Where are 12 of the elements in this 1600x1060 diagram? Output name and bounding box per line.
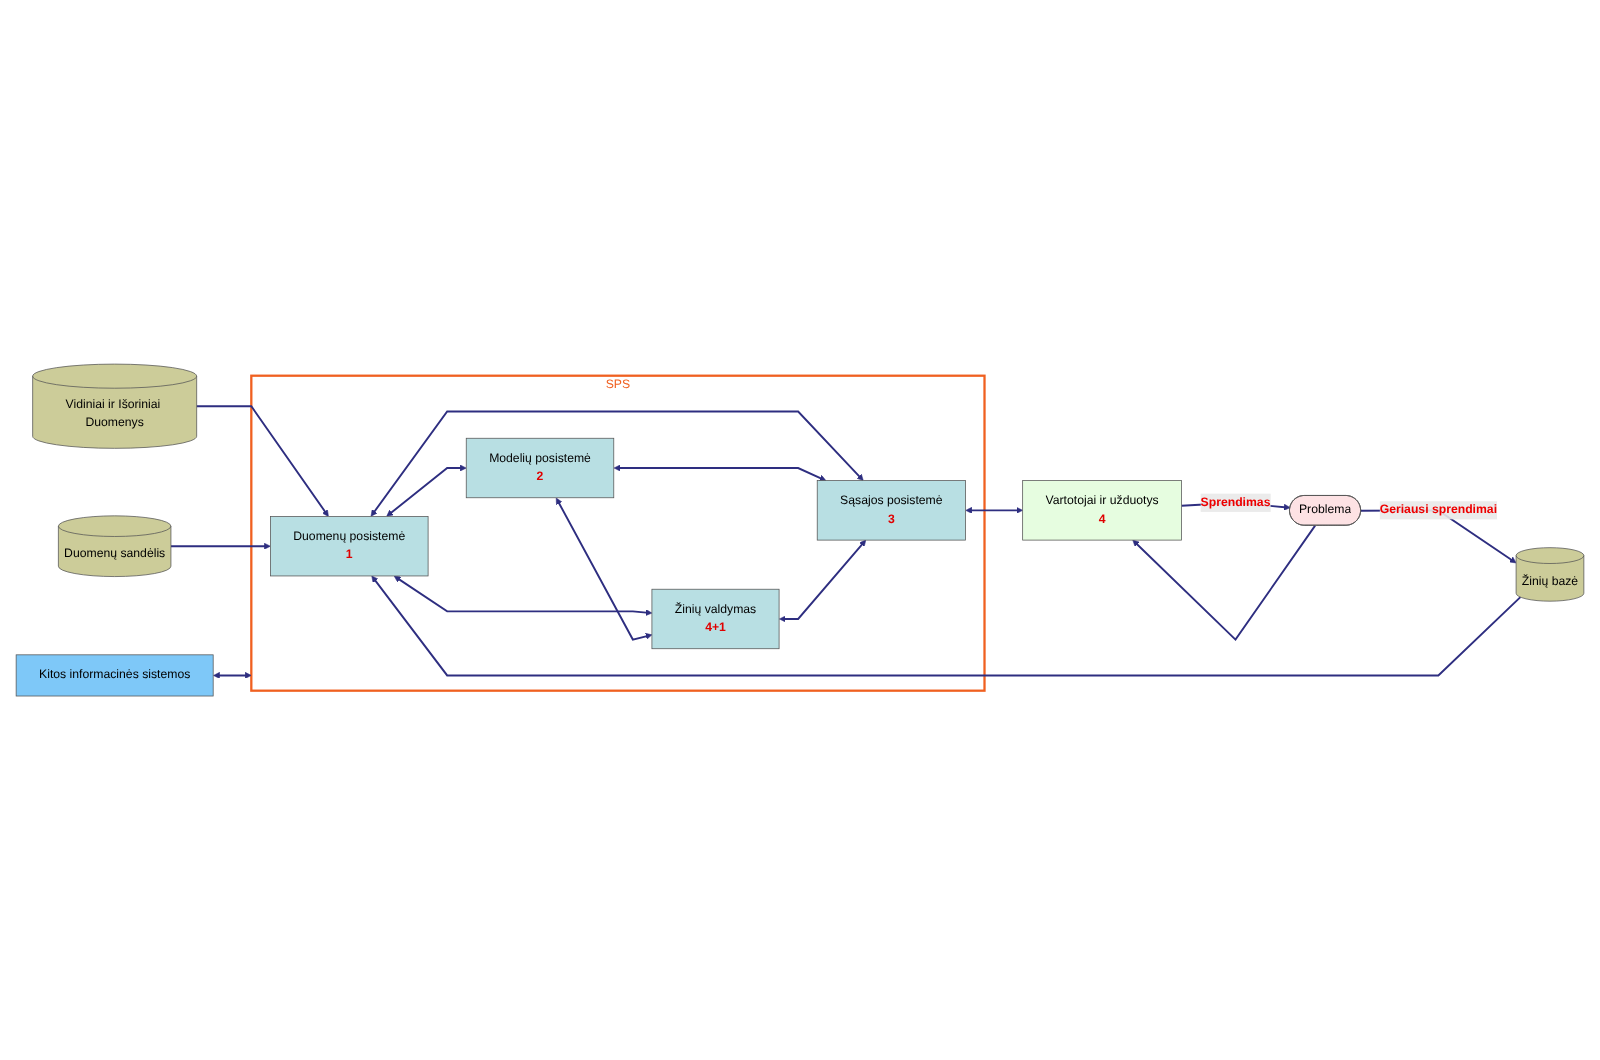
arrow [371, 575, 1522, 677]
arrow [555, 497, 653, 641]
arrow [195, 405, 329, 517]
arrow [1132, 524, 1317, 641]
arrow [169, 542, 271, 550]
arrow [370, 410, 864, 517]
arrow [386, 464, 467, 517]
arrow [213, 672, 252, 679]
arrow [779, 539, 867, 623]
arrow [393, 575, 653, 616]
arrow [613, 464, 827, 482]
arrow [965, 506, 1023, 514]
